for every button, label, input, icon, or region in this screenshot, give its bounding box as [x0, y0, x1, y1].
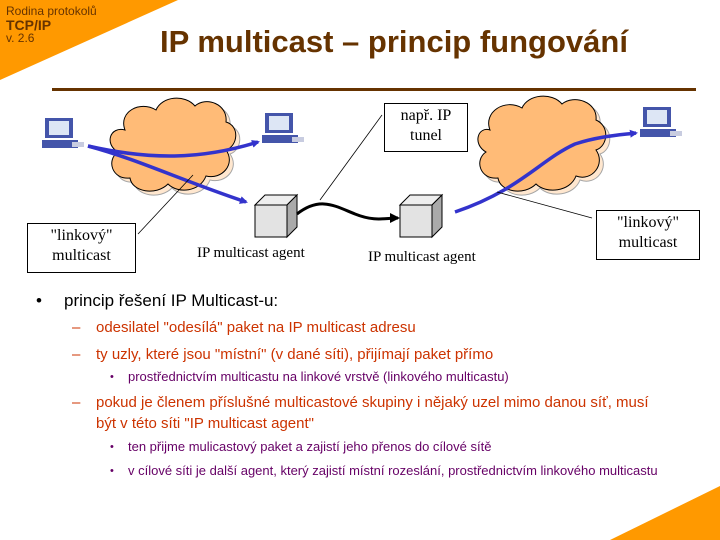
left-link-label-line2: multicast: [52, 247, 111, 264]
left-link-label-line1: "linkový": [50, 227, 113, 244]
bullet-item-3-text: pokud je členem příslušné multicastové s…: [96, 394, 649, 432]
course-protocol: TCP/IP: [6, 17, 52, 33]
course-header: Rodina protokolů TCP/IP v. 2.6: [6, 5, 97, 45]
bullet-dot: •: [110, 371, 114, 383]
network-diagram: [42, 95, 682, 239]
callout-line-right: [496, 191, 593, 219]
course-version: v. 2.6: [6, 31, 35, 45]
callout-line-tunnel: [319, 114, 383, 201]
left-link-multicast-label: "linkový" multicast: [27, 223, 136, 273]
bullet-item-2-sub-1-text: prostřednictvím multicastu na linkové vr…: [128, 369, 509, 384]
right-link-label-line2: multicast: [618, 234, 678, 251]
bullet-main-text: princip řešení IP Multicast-u:: [64, 291, 279, 310]
agent1-label: IP multicast agent: [197, 245, 305, 261]
tunnel-label: např. IP tunel: [384, 103, 468, 152]
bullet-dot: •: [110, 441, 114, 453]
bullet-item-3-sub-1-text: ten přijme mulicastový paket a zajistí j…: [128, 439, 492, 454]
title-underline: [52, 88, 696, 91]
tunnel-label-line1: např. IP: [400, 107, 452, 124]
course-subject: Rodina protokolů: [6, 4, 97, 18]
computer-icon: [640, 107, 682, 137]
bullet-dot: •: [36, 291, 42, 310]
agent2-label: IP multicast agent: [368, 249, 476, 265]
dash-marker: –: [72, 394, 81, 411]
tunnel-arrow: [296, 202, 400, 224]
slide-title: IP multicast – princip fungování: [160, 24, 628, 59]
router-box-icon: [398, 193, 444, 239]
callout-line-left: [137, 174, 194, 235]
tunnel-label-line2: tunel: [410, 127, 442, 144]
cloud-icon: [477, 95, 611, 196]
bullet-item-1-text: odesilatel "odesílá" paket na IP multica…: [96, 319, 416, 336]
bullet-item-2-text: ty uzly, které jsou "místní" (v dané sít…: [96, 346, 494, 363]
computer-icon: [42, 118, 84, 148]
multicast-arrow-local: [87, 139, 260, 158]
multicast-arrow-remote: [454, 129, 638, 214]
right-link-label-line1: "linkový": [617, 214, 679, 231]
dash-marker: –: [72, 346, 81, 363]
bottom-right-corner-triangle: [610, 486, 720, 540]
bullet-dot: •: [110, 465, 114, 477]
computer-icon: [262, 113, 304, 143]
cloud-icon: [109, 97, 241, 196]
dash-marker: –: [72, 319, 81, 336]
right-link-multicast-label: "linkový" multicast: [596, 210, 700, 260]
bullet-item-3-sub-2-text: v cílové síti je další agent, který zaji…: [128, 463, 658, 478]
multicast-arrow-to-agent: [87, 144, 248, 204]
router-box-icon: [253, 193, 299, 239]
